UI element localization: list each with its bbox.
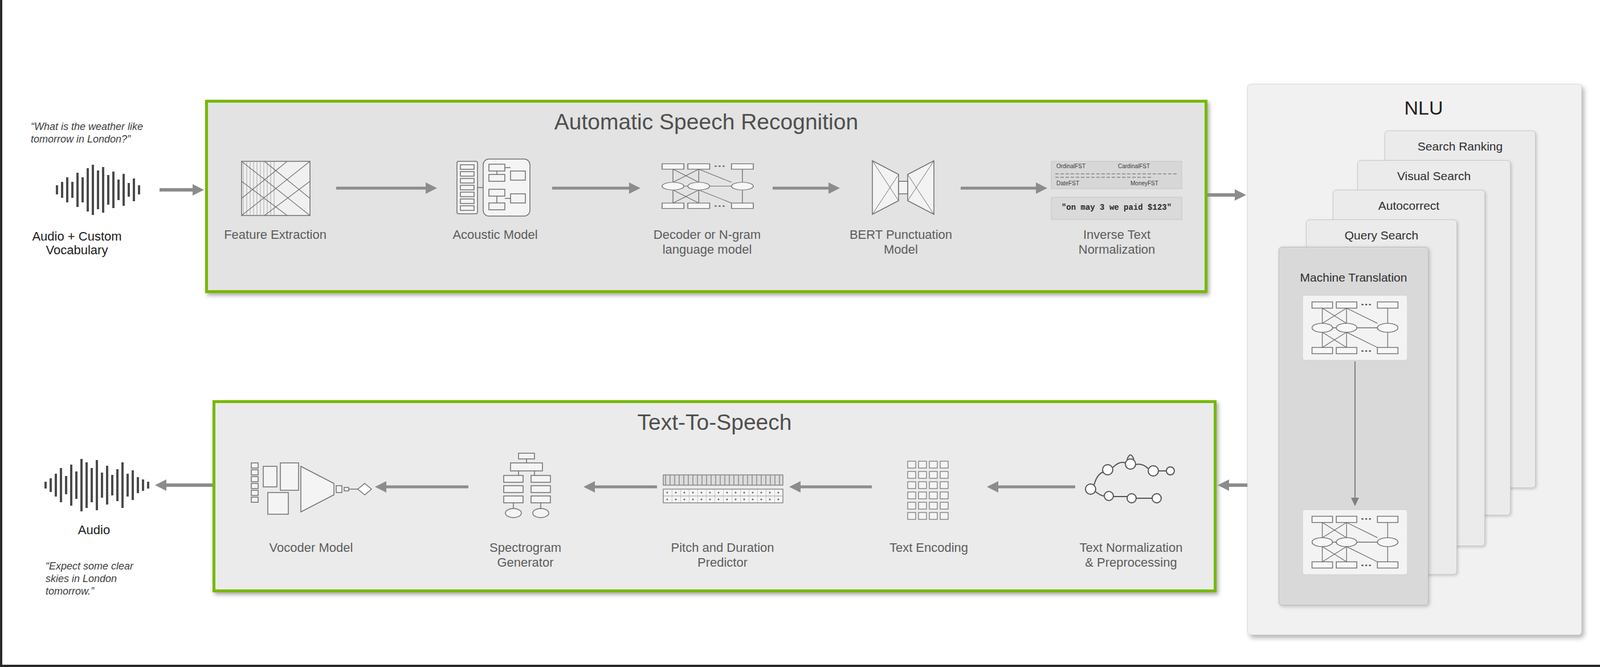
itn-icon [1051, 161, 1182, 220]
band-title: Text-To-Speech [215, 409, 1214, 436]
stage-box: Vocoder Model [248, 455, 374, 555]
flow-arrow [594, 485, 657, 489]
flow-arrow [1207, 193, 1235, 197]
stage-box: Text Encoding [871, 455, 986, 555]
pitch-duration-icon [663, 474, 783, 503]
stage-label: Vocoder Model [248, 540, 374, 555]
card-title: Query Search [1306, 227, 1457, 243]
card-title: Autocorrect [1333, 198, 1485, 213]
stage-box: Acoustic Model [438, 157, 553, 243]
decoder-icon [662, 163, 754, 208]
fst-label: DateFST [1056, 180, 1080, 187]
vocoder-icon [251, 462, 372, 514]
stage-box: Spectrogram Generator [468, 455, 583, 570]
flow-arrow [960, 186, 1036, 190]
stage-box: Feature Extraction [214, 157, 337, 243]
stage-label: Feature Extraction [214, 227, 337, 243]
nlu-card: Machine Translation [1278, 246, 1429, 606]
frame-edge [0, 664, 1600, 667]
flow-arrow [998, 485, 1076, 489]
audio-label: Audio + Custom Vocabulary [22, 229, 132, 257]
flow-arrow [800, 485, 872, 489]
stage-box: BERT Punctuation Model [841, 157, 961, 257]
audio-input: “What is the weather like tomorrow in Lo… [22, 116, 160, 257]
band-title: Automatic Speech Recognition [207, 109, 1205, 136]
fst-label: OrdinalFST [1056, 162, 1086, 170]
label-holder: OrdinalFST [1056, 162, 1086, 170]
flow-arrow [772, 186, 829, 190]
card-title: Machine Translation [1279, 270, 1428, 285]
output-waveform [45, 458, 149, 512]
label-holder: DateFST [1056, 180, 1080, 187]
bert-icon [872, 160, 934, 215]
fst-label: MoneyFST [1130, 180, 1159, 187]
quote-text: “What is the weather like tomorrow in Lo… [22, 120, 160, 146]
flow-arrow [386, 485, 469, 489]
fst-label: CardinalFST [1117, 162, 1150, 170]
nlu-panel: NLU Search RankingVisual SearchAutocorrec… [1247, 83, 1582, 635]
flow-arrow [1229, 483, 1248, 487]
card-title: Visual Search [1357, 168, 1510, 183]
flow-arrow [552, 186, 630, 190]
example-text: "on may 3 we paid $123" [1051, 202, 1182, 213]
text-normalization-icon [1085, 454, 1175, 503]
acoustic-model-icon [456, 158, 530, 216]
input-waveform [56, 164, 140, 215]
frame-edge [0, 0, 3, 667]
flow-arrow [166, 483, 213, 487]
quote-text: “Expect some clear skies in London tomor… [34, 559, 146, 598]
stage-label: Pitch and Duration Predictor [656, 540, 789, 570]
card-title: Search Ranking [1385, 139, 1536, 154]
stage-label: Inverse Text Normalization [1048, 227, 1186, 257]
stage-label: BERT Punctuation Model [841, 227, 961, 257]
label-holder: CardinalFST [1117, 162, 1150, 170]
flow-arrow [159, 188, 193, 192]
audio-output: Audio “Expect some clear skies in London … [34, 455, 154, 598]
panel-title: NLU [1247, 96, 1582, 120]
audio-label: Audio [34, 523, 154, 537]
stage-label: Text Encoding [871, 540, 986, 555]
flow-arrow [336, 186, 426, 190]
feature-extraction-icon [241, 161, 310, 216]
text-encoding-icon [907, 460, 951, 522]
stage-box: Pitch and Duration Predictor [656, 455, 789, 570]
process-band: Text-To-SpeechVocoder Model Spectrogram G… [212, 400, 1217, 593]
stage-label: Spectrogram Generator [468, 540, 583, 570]
stage-label: Decoder or N-gram language model [641, 227, 773, 257]
stage-label: Acoustic Model [438, 227, 553, 243]
stage-box: Decoder or N-gram language model [641, 157, 773, 257]
translation-illustration [1302, 295, 1408, 575]
label-holder: MoneyFST [1130, 180, 1159, 187]
spectrogram-generator-icon [503, 452, 551, 518]
stage-label: Text Normalization & Preprocessing [1075, 540, 1187, 570]
stage-box: Text Normalization & Preprocessing [1075, 455, 1187, 570]
label-holder: "on may 3 we paid $123" [1051, 202, 1182, 213]
process-band: Automatic Speech RecognitionFeature Extr… [205, 99, 1208, 293]
